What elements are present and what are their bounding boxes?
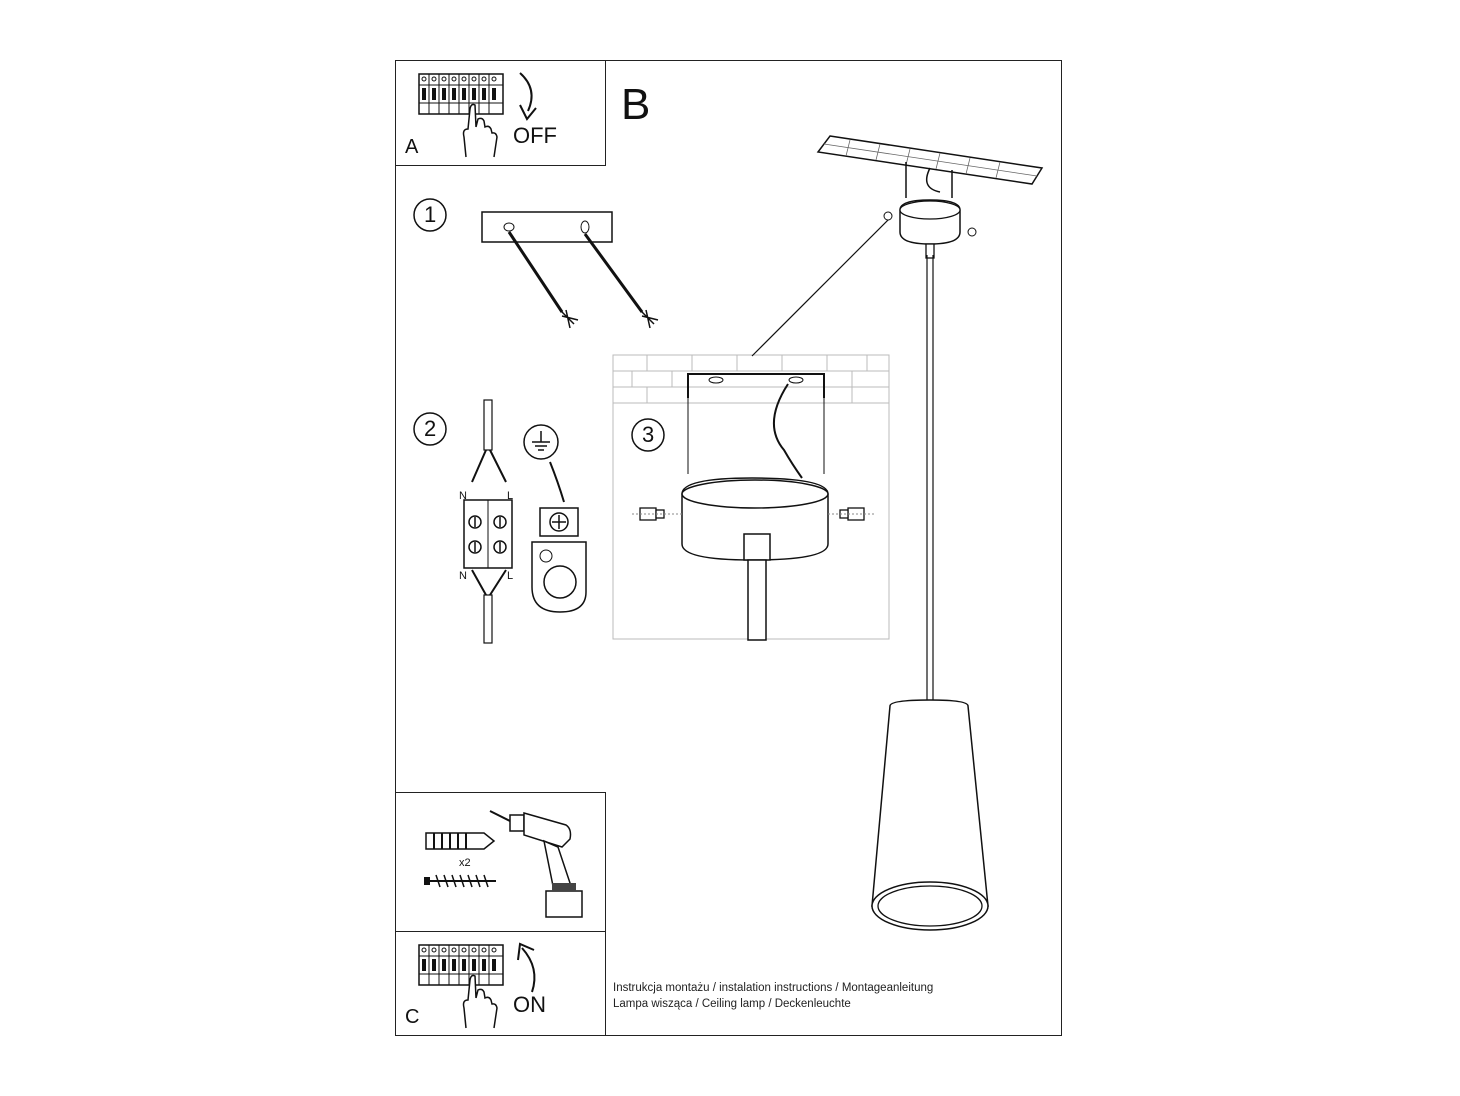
on-label: ON	[513, 992, 546, 1017]
hand-icon	[462, 974, 498, 1029]
step-1-number	[413, 198, 447, 232]
footer-line-2: Lampa wisząca / Ceiling lamp / Deckenleu…	[613, 998, 851, 1010]
ceiling-mount-icon	[816, 135, 1044, 259]
screw-icon	[424, 874, 496, 888]
wall-plug-icon	[425, 832, 496, 850]
wire-n-bottom: N	[459, 570, 467, 582]
panel-c: C ON	[395, 931, 606, 1036]
instruction-sheet	[395, 60, 1062, 1036]
wire-l-top: L	[507, 490, 514, 502]
step-3-label: 3	[642, 422, 655, 447]
off-label: OFF	[513, 123, 557, 148]
drill-icon	[489, 810, 583, 918]
mounting-bracket-icon	[481, 211, 659, 329]
panel-drill: x2	[395, 792, 606, 934]
ground-symbol-icon	[523, 424, 559, 460]
step-2-label: 2	[424, 416, 437, 441]
quantity-label: x2	[459, 857, 471, 869]
arrow-icon	[519, 72, 537, 121]
ground-terminal-icon	[531, 461, 587, 613]
wire-n-top: N	[459, 490, 467, 502]
arrow-icon	[517, 942, 536, 993]
step-3-number	[631, 418, 665, 452]
detail-view	[612, 354, 890, 641]
panel-a: A OFF	[395, 60, 606, 166]
wire-l-bottom: L	[507, 570, 514, 582]
panel-c-letter: C	[405, 1006, 420, 1028]
circuit-breaker-icon	[418, 73, 504, 115]
lamp-shade-icon	[871, 699, 989, 931]
step-1-label: 1	[424, 202, 437, 227]
leader-line	[751, 217, 891, 357]
terminal-block-icon	[463, 399, 513, 644]
circuit-breaker-icon	[418, 944, 504, 986]
panel-a-letter: A	[405, 136, 419, 158]
footer-line-1: Instrukcja montażu / instalation instruc…	[613, 982, 934, 994]
hand-icon	[462, 103, 498, 158]
panel-b-letter: B	[621, 80, 651, 129]
step-2-number	[413, 412, 447, 446]
pendant-cable	[926, 255, 934, 703]
